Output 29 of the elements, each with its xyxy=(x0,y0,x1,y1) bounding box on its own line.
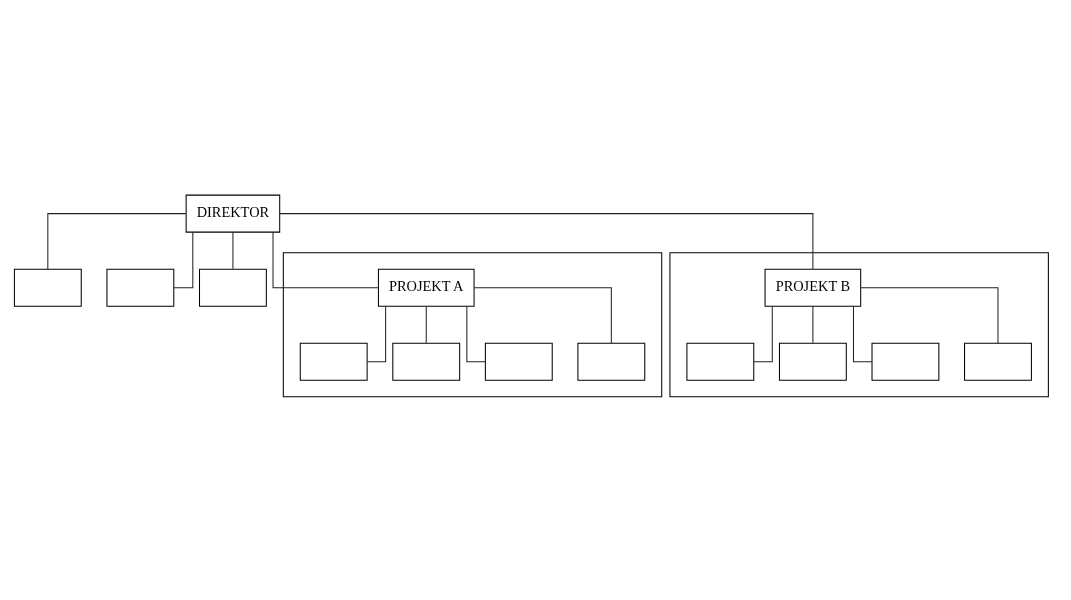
connector xyxy=(753,305,773,363)
connector xyxy=(425,305,427,344)
node-box xyxy=(686,342,755,381)
node-box xyxy=(778,342,847,381)
connector xyxy=(812,305,814,344)
connector xyxy=(860,287,999,344)
node-box xyxy=(577,342,646,381)
connector xyxy=(173,231,194,289)
connector xyxy=(473,287,612,344)
node-box xyxy=(484,342,553,381)
node-box xyxy=(392,342,461,381)
connector xyxy=(466,305,486,363)
connector xyxy=(232,231,234,270)
node-box xyxy=(13,268,82,307)
node-box: PROJEKT A xyxy=(377,268,475,307)
cluster xyxy=(669,252,1049,398)
node-box: DIREKTOR xyxy=(185,194,281,233)
node-box xyxy=(299,342,368,381)
connector xyxy=(47,213,187,270)
node-box: PROJEKT B xyxy=(764,268,862,307)
connector xyxy=(853,305,873,363)
cluster xyxy=(282,252,663,398)
node-box xyxy=(964,342,1032,381)
node-box xyxy=(199,268,267,307)
connector xyxy=(279,213,814,270)
node-box xyxy=(871,342,940,381)
node-box xyxy=(106,268,175,307)
connector xyxy=(366,305,387,363)
connector xyxy=(272,231,379,289)
